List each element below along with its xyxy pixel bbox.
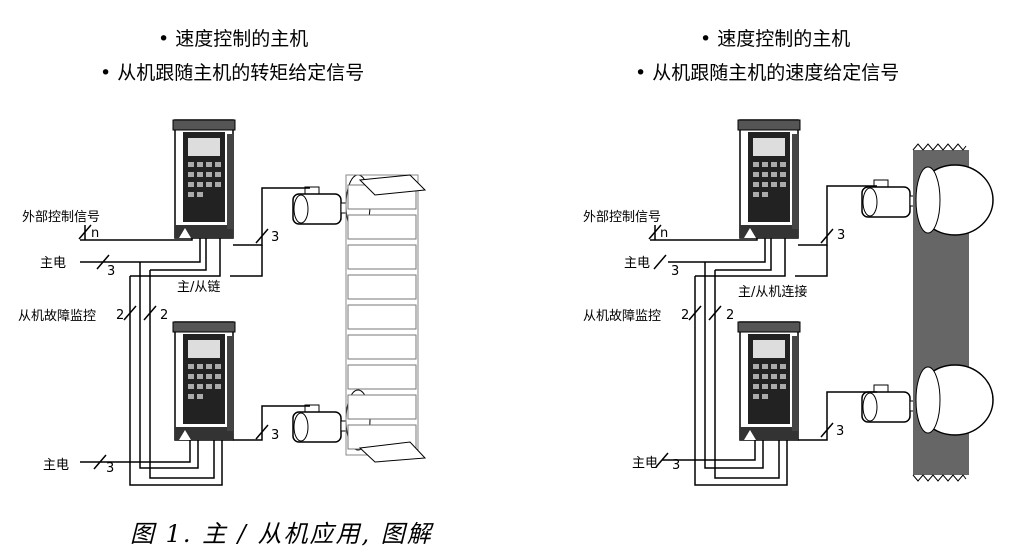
right-motor-top-count: 3 [837, 228, 846, 243]
left-slave-drive [172, 321, 236, 441]
right-motor-bottom-count: 3 [836, 424, 845, 439]
right-mains-top-count: 3 [671, 264, 680, 279]
right-header-2: • 从机跟随主机的速度给定信号 [635, 62, 900, 84]
right-bottom-motor [861, 384, 921, 423]
right-mains-top-label: 主电 [624, 256, 651, 271]
right-ext-signal-label: 外部控制信号 [583, 210, 662, 225]
right-diagram [648, 119, 994, 486]
right-mains-bottom-label: 主电 [632, 456, 659, 471]
left-bottom-motor [292, 404, 352, 443]
left-header-2: • 从机跟随主机的转矩给定信号 [100, 62, 365, 84]
right-header-1: • 速度控制的主机 [700, 28, 851, 50]
left-fault-label: 从机故障监控 [18, 309, 97, 324]
figure-caption: 图 1. 主 / 从机应用, 图解 [130, 520, 433, 548]
left-mains-top-count: 3 [107, 264, 116, 279]
left-header-1: • 速度控制的主机 [158, 28, 309, 50]
right-master-drive [737, 119, 801, 239]
right-mains-bottom-count: 3 [672, 458, 681, 473]
left-conveyor [345, 174, 427, 463]
right-link-label: 主/从机连接 [738, 285, 808, 300]
left-ext-signal-label: 外部控制信号 [22, 210, 101, 225]
left-top-motor [292, 186, 352, 225]
right-n-label: n [660, 226, 669, 241]
right-slave-drive [737, 321, 801, 441]
left-header-1-text: 速度控制的主机 [175, 28, 309, 50]
right-header-2-text: 从机跟随主机的速度给定信号 [652, 62, 900, 84]
left-motor-bottom-count: 3 [271, 428, 280, 443]
left-link-label: 主/从链 [177, 280, 221, 295]
left-motor-top-count: 3 [271, 230, 280, 245]
right-fault-label: 从机故障监控 [583, 309, 662, 324]
left-master-drive [172, 119, 236, 239]
left-diagram [78, 119, 427, 486]
left-n-label: n [91, 226, 100, 241]
left-mains-top-label: 主电 [40, 256, 67, 271]
right-fault-count-b: 2 [726, 308, 735, 323]
right-fault-count-a: 2 [681, 308, 690, 323]
right-belt [912, 143, 994, 482]
left-header-2-text: 从机跟随主机的转矩给定信号 [117, 62, 365, 84]
left-mains-bottom-count: 3 [106, 461, 115, 476]
right-header-1-text: 速度控制的主机 [717, 28, 851, 50]
left-fault-count-a: 2 [116, 308, 125, 323]
left-mains-bottom-label: 主电 [43, 458, 70, 473]
left-fault-count-b: 2 [160, 308, 169, 323]
